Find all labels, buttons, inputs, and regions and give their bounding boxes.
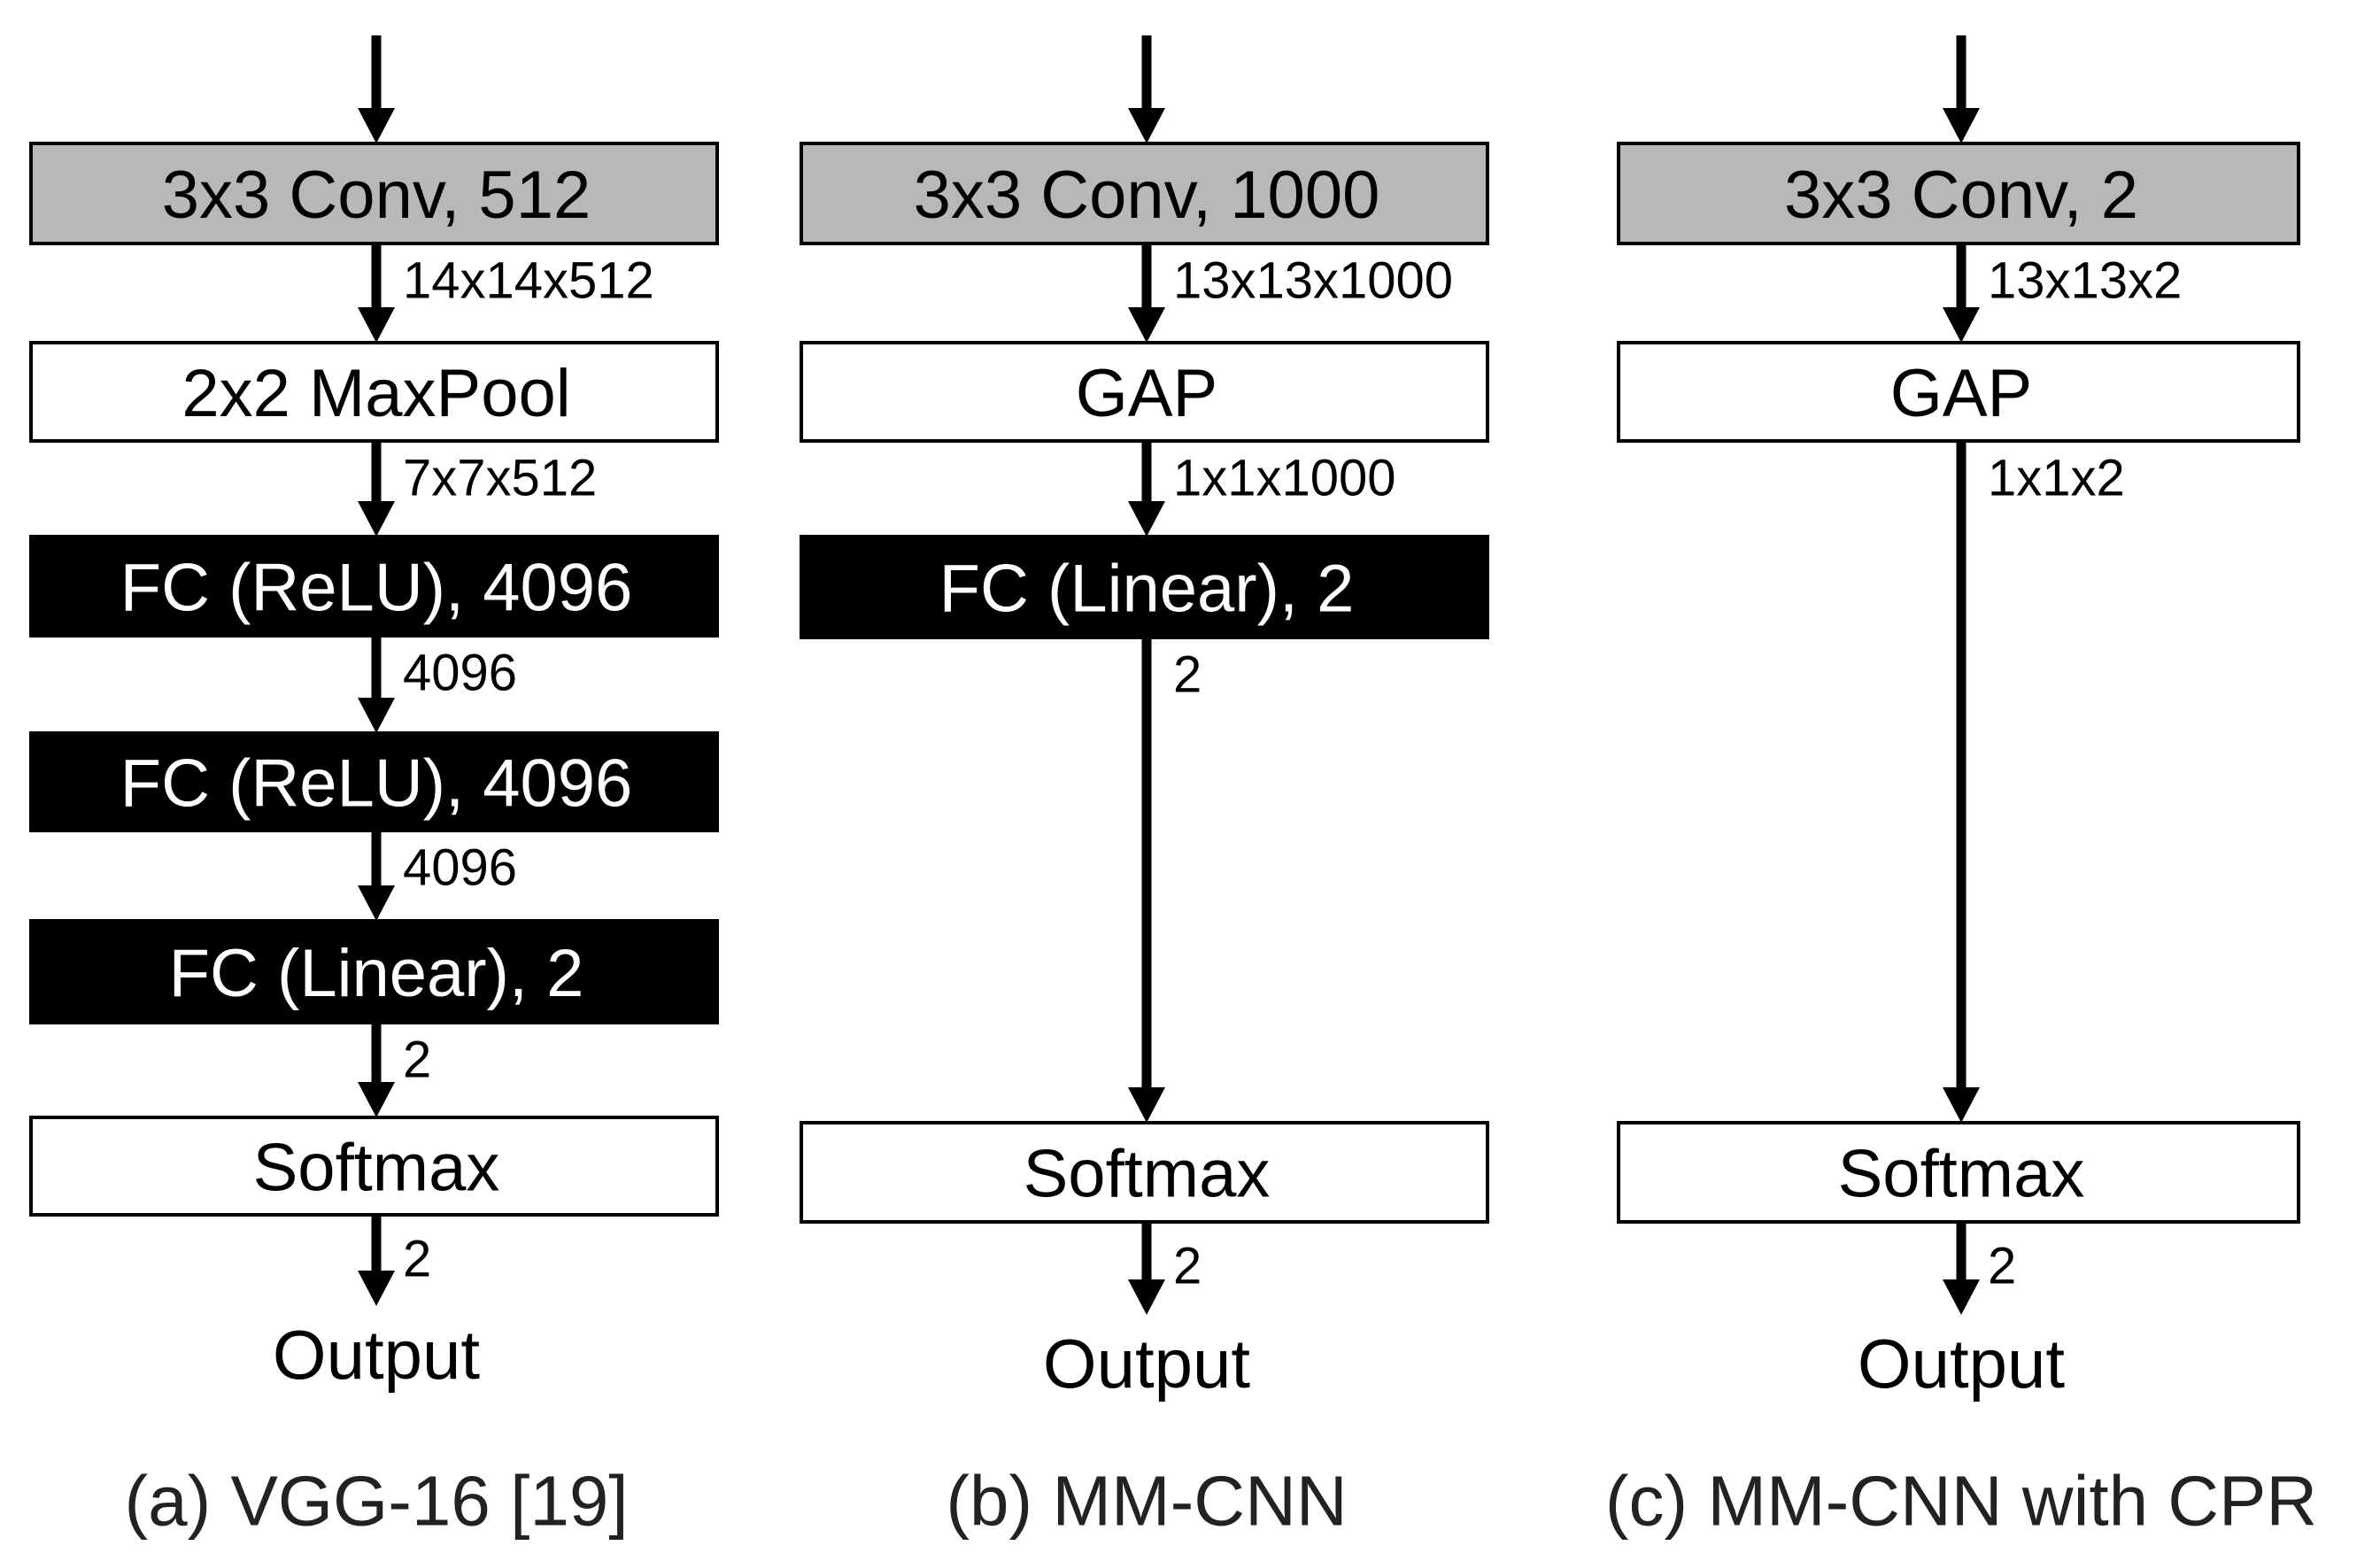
output-arrow <box>1128 1222 1165 1315</box>
edge-arrow <box>358 441 395 537</box>
edge-dim-label: 13x13x2 <box>1988 252 2182 310</box>
arrow-head <box>358 307 395 343</box>
block-rect <box>29 1116 719 1217</box>
block-rect <box>1617 142 2300 245</box>
input-arrow <box>358 35 395 143</box>
edge-arrow <box>1128 638 1165 1123</box>
arrow-head <box>1128 307 1165 343</box>
output-dim-label: 2 <box>1173 1238 1202 1295</box>
block-rect <box>29 919 719 1024</box>
input-arrow <box>1943 35 1980 143</box>
block-plain: Softmax <box>800 1121 1489 1224</box>
edge-arrow <box>1128 441 1165 537</box>
edge-dim-label: 2 <box>1173 646 1202 704</box>
block-label: Softmax <box>1024 1137 1271 1212</box>
block-plain: 2x2 MaxPool <box>29 341 719 443</box>
column-caption: (c) MM-CNN with CPR <box>1605 1462 2317 1541</box>
arrow-head <box>1943 1087 1980 1123</box>
edge-dim-label: 14x14x512 <box>403 252 654 310</box>
block-fc: FC (Linear), 2 <box>29 919 719 1024</box>
edge-dim-label: 4096 <box>403 839 517 897</box>
edge-dim-label: 2 <box>403 1032 431 1089</box>
edge-arrow <box>358 1023 395 1117</box>
edge-arrow <box>358 243 395 343</box>
arrow-head <box>1128 1279 1165 1315</box>
block-label: FC (ReLU), 4096 <box>120 746 633 822</box>
block-rect <box>800 142 1489 245</box>
arrow-head <box>358 698 395 733</box>
output-arrow <box>1943 1222 1980 1315</box>
output-arrow <box>358 1215 395 1306</box>
output-dim-label: 2 <box>403 1231 431 1288</box>
output-label: Output <box>273 1316 480 1394</box>
block-label: GAP <box>1076 356 1218 431</box>
edge-dim-label: 13x13x1000 <box>1173 252 1453 310</box>
edge-arrow <box>1943 243 1980 343</box>
output-dim-label: 2 <box>1988 1238 2016 1295</box>
block-label: FC (Linear), 2 <box>939 552 1355 627</box>
block-plain: Softmax <box>29 1116 719 1217</box>
edge-arrow <box>358 636 395 733</box>
block-rect <box>800 341 1489 443</box>
arrow-head <box>1128 108 1165 143</box>
arrow-head <box>1943 1279 1980 1315</box>
block-fc: FC (ReLU), 4096 <box>29 535 719 638</box>
block-label: 3x3 Conv, 1000 <box>914 158 1380 233</box>
block-plain: GAP <box>800 341 1489 443</box>
block-rect <box>1617 1121 2300 1224</box>
arrow-head <box>358 1082 395 1117</box>
arrow-head <box>1943 307 1980 343</box>
arrow-head <box>358 501 395 537</box>
block-plain: Softmax <box>1617 1121 2300 1224</box>
edge-dim-label: 1x1x2 <box>1988 450 2125 507</box>
block-label: FC (ReLU), 4096 <box>120 551 633 626</box>
arrow-head <box>358 108 395 143</box>
edge-dim-label: 7x7x512 <box>403 450 597 507</box>
output-label: Output <box>1043 1325 1250 1403</box>
block-conv: 3x3 Conv, 1000 <box>800 142 1489 245</box>
block-plain: GAP <box>1617 341 2300 443</box>
block-fc: FC (ReLU), 4096 <box>29 731 719 832</box>
output-label: Output <box>1858 1325 2065 1403</box>
column-caption: (a) VGG-16 [19] <box>124 1462 628 1541</box>
arrow-head <box>1128 1087 1165 1123</box>
block-label: 3x3 Conv, 2 <box>1784 158 2138 233</box>
arrow-head <box>1943 108 1980 143</box>
column-mm-cnn-cpr: 3x3 Conv, 2 GAP Softmax 13x13x2 1x1x2 2Output… <box>1605 35 2317 1541</box>
block-label: 3x3 Conv, 512 <box>162 158 591 233</box>
edge-arrow <box>1943 441 1980 1123</box>
block-label: GAP <box>1890 356 2033 431</box>
block-label: 2x2 MaxPool <box>182 356 570 431</box>
column-caption: (b) MM-CNN <box>946 1462 1347 1541</box>
block-fc: FC (Linear), 2 <box>800 535 1489 639</box>
edge-dim-label: 1x1x1000 <box>1173 450 1396 507</box>
block-rect <box>29 731 719 832</box>
edge-arrow <box>358 831 395 921</box>
block-rect <box>800 1121 1489 1224</box>
edge-dim-label: 4096 <box>403 645 517 702</box>
block-label: Softmax <box>1838 1137 2085 1212</box>
input-arrow <box>1128 35 1165 143</box>
edge-arrow <box>1128 243 1165 343</box>
arrow-head <box>358 885 395 921</box>
block-conv: 3x3 Conv, 512 <box>29 142 719 245</box>
block-label: Softmax <box>253 1131 500 1206</box>
arrow-head <box>358 1271 395 1306</box>
block-rect <box>29 341 719 443</box>
block-conv: 3x3 Conv, 2 <box>1617 142 2300 245</box>
arrow-head <box>1128 501 1165 537</box>
block-label: FC (Linear), 2 <box>169 936 584 1011</box>
